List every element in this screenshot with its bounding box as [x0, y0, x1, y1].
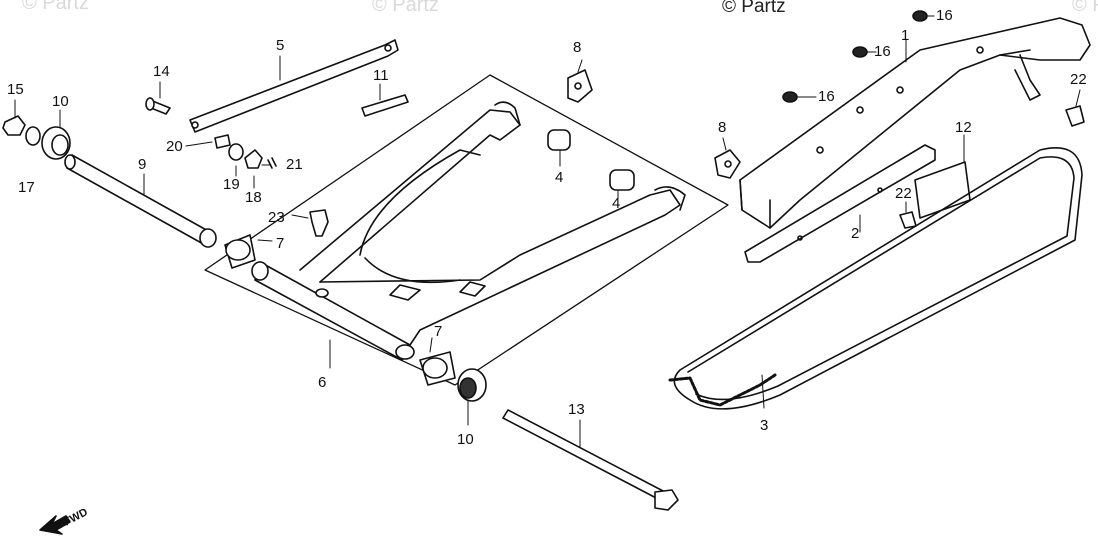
bolt-part-14: [145, 97, 171, 115]
grommet-part-16: [782, 91, 798, 103]
callout-16: 16: [874, 43, 891, 60]
washer-part-19: [228, 143, 244, 161]
callout-4: 4: [555, 169, 564, 186]
swingarm-part-6: [251, 101, 686, 361]
dust-seal-part-10: [41, 126, 71, 160]
long-bolt-part-13: [502, 409, 679, 511]
callout-8: 8: [718, 119, 727, 136]
watermark-copyright: © Partz: [722, 0, 786, 17]
torque-rod-part-5: [189, 39, 399, 133]
cotter-pin-part-21: [267, 157, 277, 169]
callout-1: 1: [901, 27, 910, 44]
grommet-part-16: [912, 10, 928, 22]
callout-7: 7: [434, 323, 443, 340]
callout-3: 3: [760, 417, 769, 434]
callout-15: 15: [7, 81, 24, 98]
callout-5: 5: [276, 37, 285, 54]
callout-18: 18: [245, 189, 262, 206]
washer-part-17: [25, 126, 41, 146]
grease-nipple-part-23: [309, 209, 329, 237]
drive-chain-part-3: [668, 146, 1083, 410]
assembly-plane: [204, 74, 729, 386]
callout-6: 6: [318, 374, 327, 391]
dust-seal-part-10: [457, 368, 487, 402]
pivot-shaft-part-9: [64, 154, 217, 248]
chain-case-part-1: [739, 17, 1091, 229]
callout-16: 16: [818, 88, 835, 105]
callout-21: 21: [286, 156, 303, 173]
callout-4: 4: [612, 195, 621, 212]
bracket-part-8: [714, 149, 741, 179]
fwd-arrow-icon: [39, 515, 71, 535]
callout-10: 10: [52, 93, 69, 110]
callout-14: 14: [153, 63, 170, 80]
bushing-part-7: [224, 234, 256, 269]
watermark: © Partz: [22, 0, 89, 14]
callout-19: 19: [223, 176, 240, 193]
bushing-part-7: [419, 351, 456, 386]
callout-17: 17: [18, 179, 35, 196]
watermark: © Partz: [372, 0, 439, 16]
bracket-part-8: [567, 69, 593, 103]
leader-lines: [14, 15, 1081, 448]
nut-part-15: [2, 115, 26, 136]
callout-13: 13: [568, 401, 585, 418]
spacer-part-11: [361, 94, 409, 117]
callout-20: 20: [166, 138, 183, 155]
callout-22: 22: [895, 185, 912, 202]
bolt-part-20: [214, 134, 231, 149]
callout-16: 16: [936, 7, 953, 24]
bolt-part-22: [899, 211, 917, 229]
chain-guide-part-2: [744, 144, 936, 263]
bolt-part-22: [1065, 105, 1085, 127]
callout-23: 23: [268, 209, 285, 226]
nut-part-18: [244, 149, 263, 169]
callout-10: 10: [457, 431, 474, 448]
callout-11: 11: [373, 67, 389, 84]
callout-22: 22: [1070, 71, 1087, 88]
callout-9: 9: [138, 156, 147, 173]
callout-2: 2: [851, 225, 860, 242]
callout-8: 8: [573, 39, 582, 56]
grommet-part-16: [852, 46, 868, 58]
callout-7: 7: [276, 235, 285, 252]
watermark: © Partz: [1072, 0, 1098, 16]
callout-12: 12: [955, 119, 972, 136]
bushing-part-4: [547, 129, 571, 151]
bushing-part-4: [609, 169, 635, 191]
